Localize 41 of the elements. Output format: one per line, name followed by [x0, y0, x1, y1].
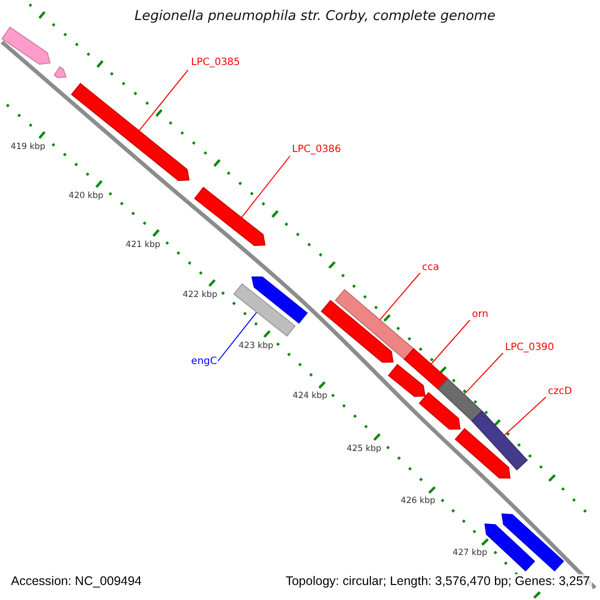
scale-label: 420 kbp: [68, 192, 104, 202]
leader-line: [379, 272, 420, 320]
gene-feature: [194, 186, 266, 246]
gene-label: czcD: [548, 386, 572, 397]
footer-text: Accession: NC_009494: [9, 574, 144, 590]
gene-label: LPC_0385: [191, 57, 240, 68]
gene-feature: [404, 348, 448, 390]
gene-feature: [233, 283, 296, 337]
footer-text: Topology: circular; Length: 3,576,470 bp; Genes: 3,257: [284, 574, 592, 590]
gene-feature: [1, 26, 51, 65]
scale-label: 427 kbp: [452, 549, 488, 559]
leader-line: [218, 312, 258, 362]
gene-feature: [70, 82, 190, 181]
gene-feature: [251, 276, 308, 324]
gene-label: orn: [472, 309, 488, 320]
gene-feature: [334, 288, 414, 360]
scale-label: 426 kbp: [400, 497, 436, 507]
gene-feature: [471, 410, 528, 470]
leader-line: [430, 320, 470, 365]
gene-feature: [388, 364, 426, 397]
leader-line: [504, 396, 546, 436]
gene-feature: [501, 513, 564, 572]
scale-label: 425 kbp: [346, 445, 382, 455]
scale-label: 422 kbp: [182, 291, 218, 301]
gene-feature: [320, 300, 394, 363]
gene-feature: [54, 66, 67, 78]
scale-label: 419 kbp: [10, 143, 46, 153]
gene-feature: [438, 378, 482, 422]
title: Legionella pneumophila str. Corby, complete genome: [134, 9, 496, 24]
scale-label: 421 kbp: [126, 241, 160, 251]
gene-feature: [418, 392, 461, 430]
scale-label: 423 kbp: [238, 342, 274, 352]
leader-line: [464, 352, 504, 395]
gene-label: cca: [422, 262, 440, 273]
scale-label: 424 kbp: [292, 392, 328, 402]
gene-label: engC: [191, 356, 217, 367]
gene-feature: [454, 428, 511, 478]
gene-label: LPC_0386: [292, 144, 342, 155]
gene-label: LPC_0390: [505, 342, 554, 353]
leader-line: [138, 70, 188, 132]
leader-line: [241, 156, 290, 218]
